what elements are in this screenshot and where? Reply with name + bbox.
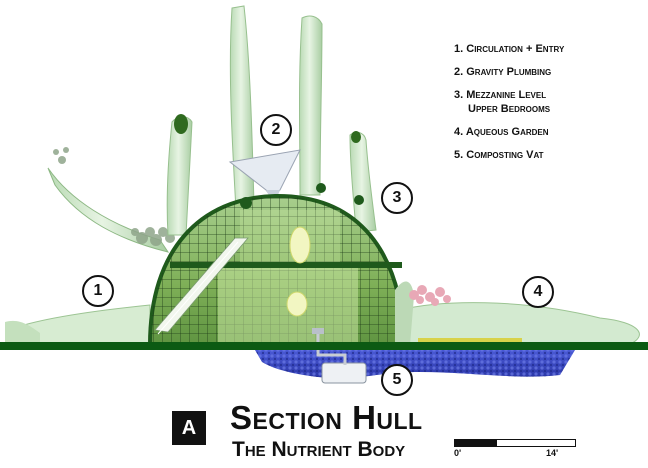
section-badge: A [172,411,206,445]
dome-hull [147,183,408,347]
legend-item-plumbing: 2. Gravity Plumbing [454,65,644,79]
callout-2: 2 [260,114,292,146]
legend: 1. Circulation + Entry 2. Gravity Plumbi… [454,42,644,171]
section-drawing [0,5,648,384]
left-hull-arm [5,167,170,346]
legend-label: Composting Vat [466,149,544,161]
section-title: Section Hull [230,399,423,436]
legend-label: Aqueous Garden [465,126,549,138]
aqueous-flowers [409,285,451,306]
legend-label: Mezzanine Level [466,89,547,101]
legend-item-garden: 4. Aqueous Garden [454,125,644,139]
callout-3: 3 [381,182,413,214]
legend-item-composting: 5. Composting Vat [454,148,644,162]
legend-label: Circulation + Entry [466,43,565,55]
section-subtitle: The Nutrient Body [232,438,406,461]
scale-bar: 0' 14' [454,439,576,458]
legend-label-line2: Upper Bedrooms [468,103,551,115]
legend-number: 3. [454,89,464,101]
legend-number: 4. [454,126,464,138]
scale-end-label: 14' [546,448,559,458]
legend-item-mezzanine: 3. Mezzanine Level Upper Bedrooms [454,88,644,116]
legend-item-circulation: 1. Circulation + Entry [454,42,644,56]
legend-number: 5. [454,149,464,161]
callout-5: 5 [381,364,413,396]
scale-bar-outline [454,439,576,447]
callout-1: 1 [82,275,114,307]
underground-water [255,328,575,384]
callout-4: 4 [522,276,554,308]
scale-bar-fill [455,440,497,446]
legend-number: 1. [454,43,464,55]
legend-number: 2. [454,66,464,78]
legend-label: Gravity Plumbing [466,66,552,78]
scale-start-label: 0' [454,448,462,458]
ground-line [0,342,648,350]
right-hull [395,281,640,346]
